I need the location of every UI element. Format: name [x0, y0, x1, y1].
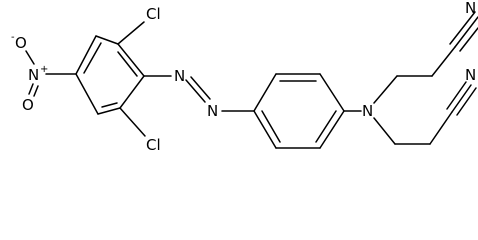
- chlorine-atom-top: Cl: [146, 5, 161, 23]
- center-ring-bond: [319, 110, 345, 149]
- amine-lower-arm-bond: [373, 117, 396, 145]
- azo-nitrogen-1: N: [174, 67, 185, 85]
- left-ring-inner-bond: [101, 102, 118, 108]
- lower-nitrile-triple-bond: [446, 81, 467, 110]
- c-cl-top-bond: [117, 21, 145, 45]
- left-ring-inner-bond: [117, 51, 138, 77]
- left-ring-bond: [95, 35, 119, 45]
- structure-diagram: Cl Cl O - N + O N N N N N: [11, 0, 478, 154]
- left-ring-inner-bond: [83, 42, 102, 74]
- nitro-n-o-single-bond: [25, 50, 35, 65]
- center-ring-bond: [319, 73, 345, 112]
- nitro-n-o-double-bond: [28, 83, 34, 95]
- azo-double-bond: [190, 76, 211, 100]
- upper-nitrile-triple-bond: [449, 11, 476, 45]
- center-ring-inner-bond: [261, 110, 281, 143]
- left-ring-bond: [97, 107, 121, 115]
- nitro-nitrogen: N: [28, 66, 39, 84]
- azo-double-bond: [185, 79, 206, 103]
- nitrile-nitrogen-bottom: N: [465, 66, 476, 84]
- atom-labels: Cl Cl O - N + O N N N N N: [11, 0, 476, 154]
- left-ring-bond: [117, 43, 145, 77]
- left-ring-bond: [75, 73, 99, 115]
- center-ring-inner-bond: [315, 110, 337, 143]
- nitro-oxygen-double: O: [22, 96, 34, 114]
- left-ring-bond: [119, 75, 145, 109]
- nitro-nitrogen-charge: +: [40, 64, 48, 75]
- nitro-oxygen-anion: O: [15, 34, 27, 52]
- upper-nitrile-triple-bond: [459, 27, 478, 52]
- bonds: [25, 11, 478, 149]
- azo-nitrogen-2: N: [207, 102, 218, 120]
- amine-nitrogen: N: [362, 102, 373, 120]
- lower-nitrile-triple-bond: [456, 87, 477, 116]
- left-ring-bond: [75, 35, 97, 75]
- lower-nitrile-triple-bond: [451, 84, 472, 113]
- c-cl-bottom-bond: [119, 107, 146, 137]
- upper-nitrile-triple-bond: [454, 16, 478, 48]
- center-ring-bond: [253, 110, 277, 149]
- amine-upper-arm-bond: [373, 75, 398, 104]
- lower-arm-bond: [429, 111, 453, 145]
- nitro-oxygen-charge: -: [11, 32, 15, 43]
- upper-arm-bond: [431, 46, 456, 77]
- chlorine-atom-bottom: Cl: [146, 136, 161, 154]
- nitrile-nitrogen-top: N: [465, 0, 476, 17]
- center-ring-bond: [253, 73, 277, 112]
- molecule-canvas: Cl Cl O - N + O N N N N N: [11, 0, 478, 154]
- nitro-n-o-double-bond: [33, 85, 39, 97]
